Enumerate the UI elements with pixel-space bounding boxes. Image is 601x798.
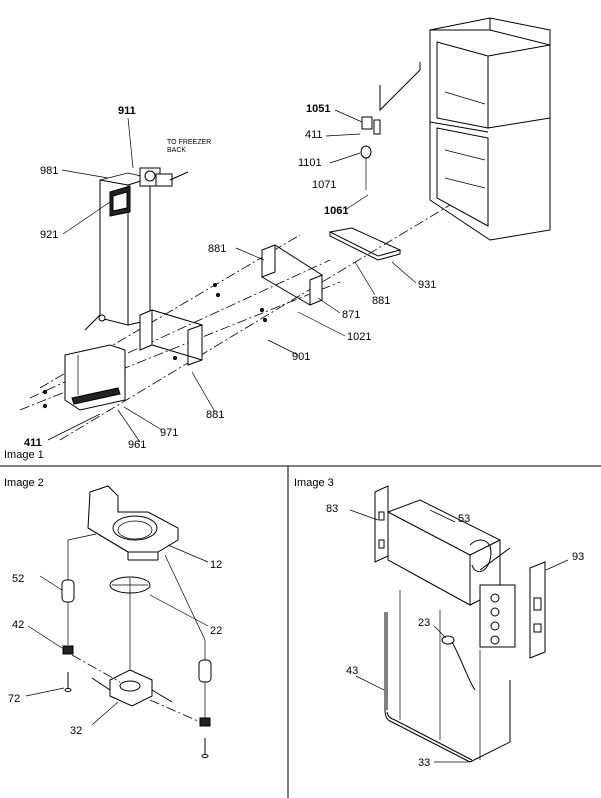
label-881-a: 881 <box>208 243 226 255</box>
fan-motor-32 <box>71 654 201 723</box>
screw-right <box>201 738 209 758</box>
image1-title: Image 1 <box>4 449 44 461</box>
label-881-c: 881 <box>206 409 224 421</box>
label-72: 72 <box>8 693 20 705</box>
defrost-heater-33 <box>384 590 511 763</box>
rail-871 <box>261 244 323 306</box>
grommet-52 <box>61 540 75 645</box>
end-bracket-93 <box>529 561 546 659</box>
refrigerator-cabinet <box>429 17 551 241</box>
label-42: 42 <box>12 619 24 631</box>
nut-right <box>199 717 211 727</box>
label-33: 33 <box>418 757 430 769</box>
leader-lines-image1 <box>47 109 417 443</box>
fan-shroud-12 <box>87 485 179 561</box>
leader-lines-image2 <box>25 533 209 726</box>
screws-image1 <box>42 282 268 409</box>
grommet-right <box>198 640 212 718</box>
label-881-b: 881 <box>372 295 390 307</box>
label-1071: 1071 <box>312 179 336 191</box>
damper-921 <box>109 185 131 217</box>
label-12: 12 <box>210 559 222 571</box>
label-1101: 1101 <box>298 157 322 169</box>
rail-881-left <box>139 309 203 366</box>
leader-lines-image3 <box>349 509 569 763</box>
fan-blade-22 <box>109 576 151 672</box>
label-871: 871 <box>342 309 360 321</box>
label-981: 981 <box>40 165 58 177</box>
thermostat-23 <box>441 635 476 691</box>
image2-title: Image 2 <box>4 477 44 489</box>
label-901: 901 <box>292 351 310 363</box>
label-961: 961 <box>128 439 146 451</box>
evaporator-53 <box>387 499 516 648</box>
image3-title: Image 3 <box>294 477 334 489</box>
trough-931 <box>328 227 402 261</box>
image2-drawing: 12 52 22 42 72 32 <box>8 485 222 758</box>
label-411-bottom: 411 <box>24 437 42 449</box>
label-back: BACK <box>167 147 186 154</box>
evaporator-cover-961 <box>64 314 126 411</box>
label-43: 43 <box>346 665 358 677</box>
label-931: 931 <box>418 279 436 291</box>
label-911: 911 <box>118 105 136 117</box>
bracket-83 <box>374 485 389 563</box>
label-23: 23 <box>418 617 430 629</box>
bracket-1051 <box>360 62 421 190</box>
label-1051: 1051 <box>306 103 330 115</box>
label-971: 971 <box>160 427 178 439</box>
fan-assembly-911 <box>139 167 189 187</box>
nut-42 <box>62 645 74 655</box>
label-411-top: 411 <box>305 129 323 141</box>
label-83: 83 <box>326 503 338 515</box>
screw-72 <box>64 672 72 692</box>
label-53: 53 <box>458 513 470 525</box>
label-32: 32 <box>70 725 82 737</box>
label-22: 22 <box>210 625 222 637</box>
image3-drawing: 83 53 93 23 43 33 <box>326 485 584 769</box>
label-1021: 1021 <box>347 331 371 343</box>
label-to-freezer: TO FREEZER <box>167 139 211 146</box>
image1-drawing: 911 TO FREEZER BACK 981 921 1051 411 110… <box>19 17 551 451</box>
label-93: 93 <box>572 551 584 563</box>
label-921: 921 <box>40 229 58 241</box>
label-1061: 1061 <box>324 205 348 217</box>
label-52: 52 <box>12 573 24 585</box>
